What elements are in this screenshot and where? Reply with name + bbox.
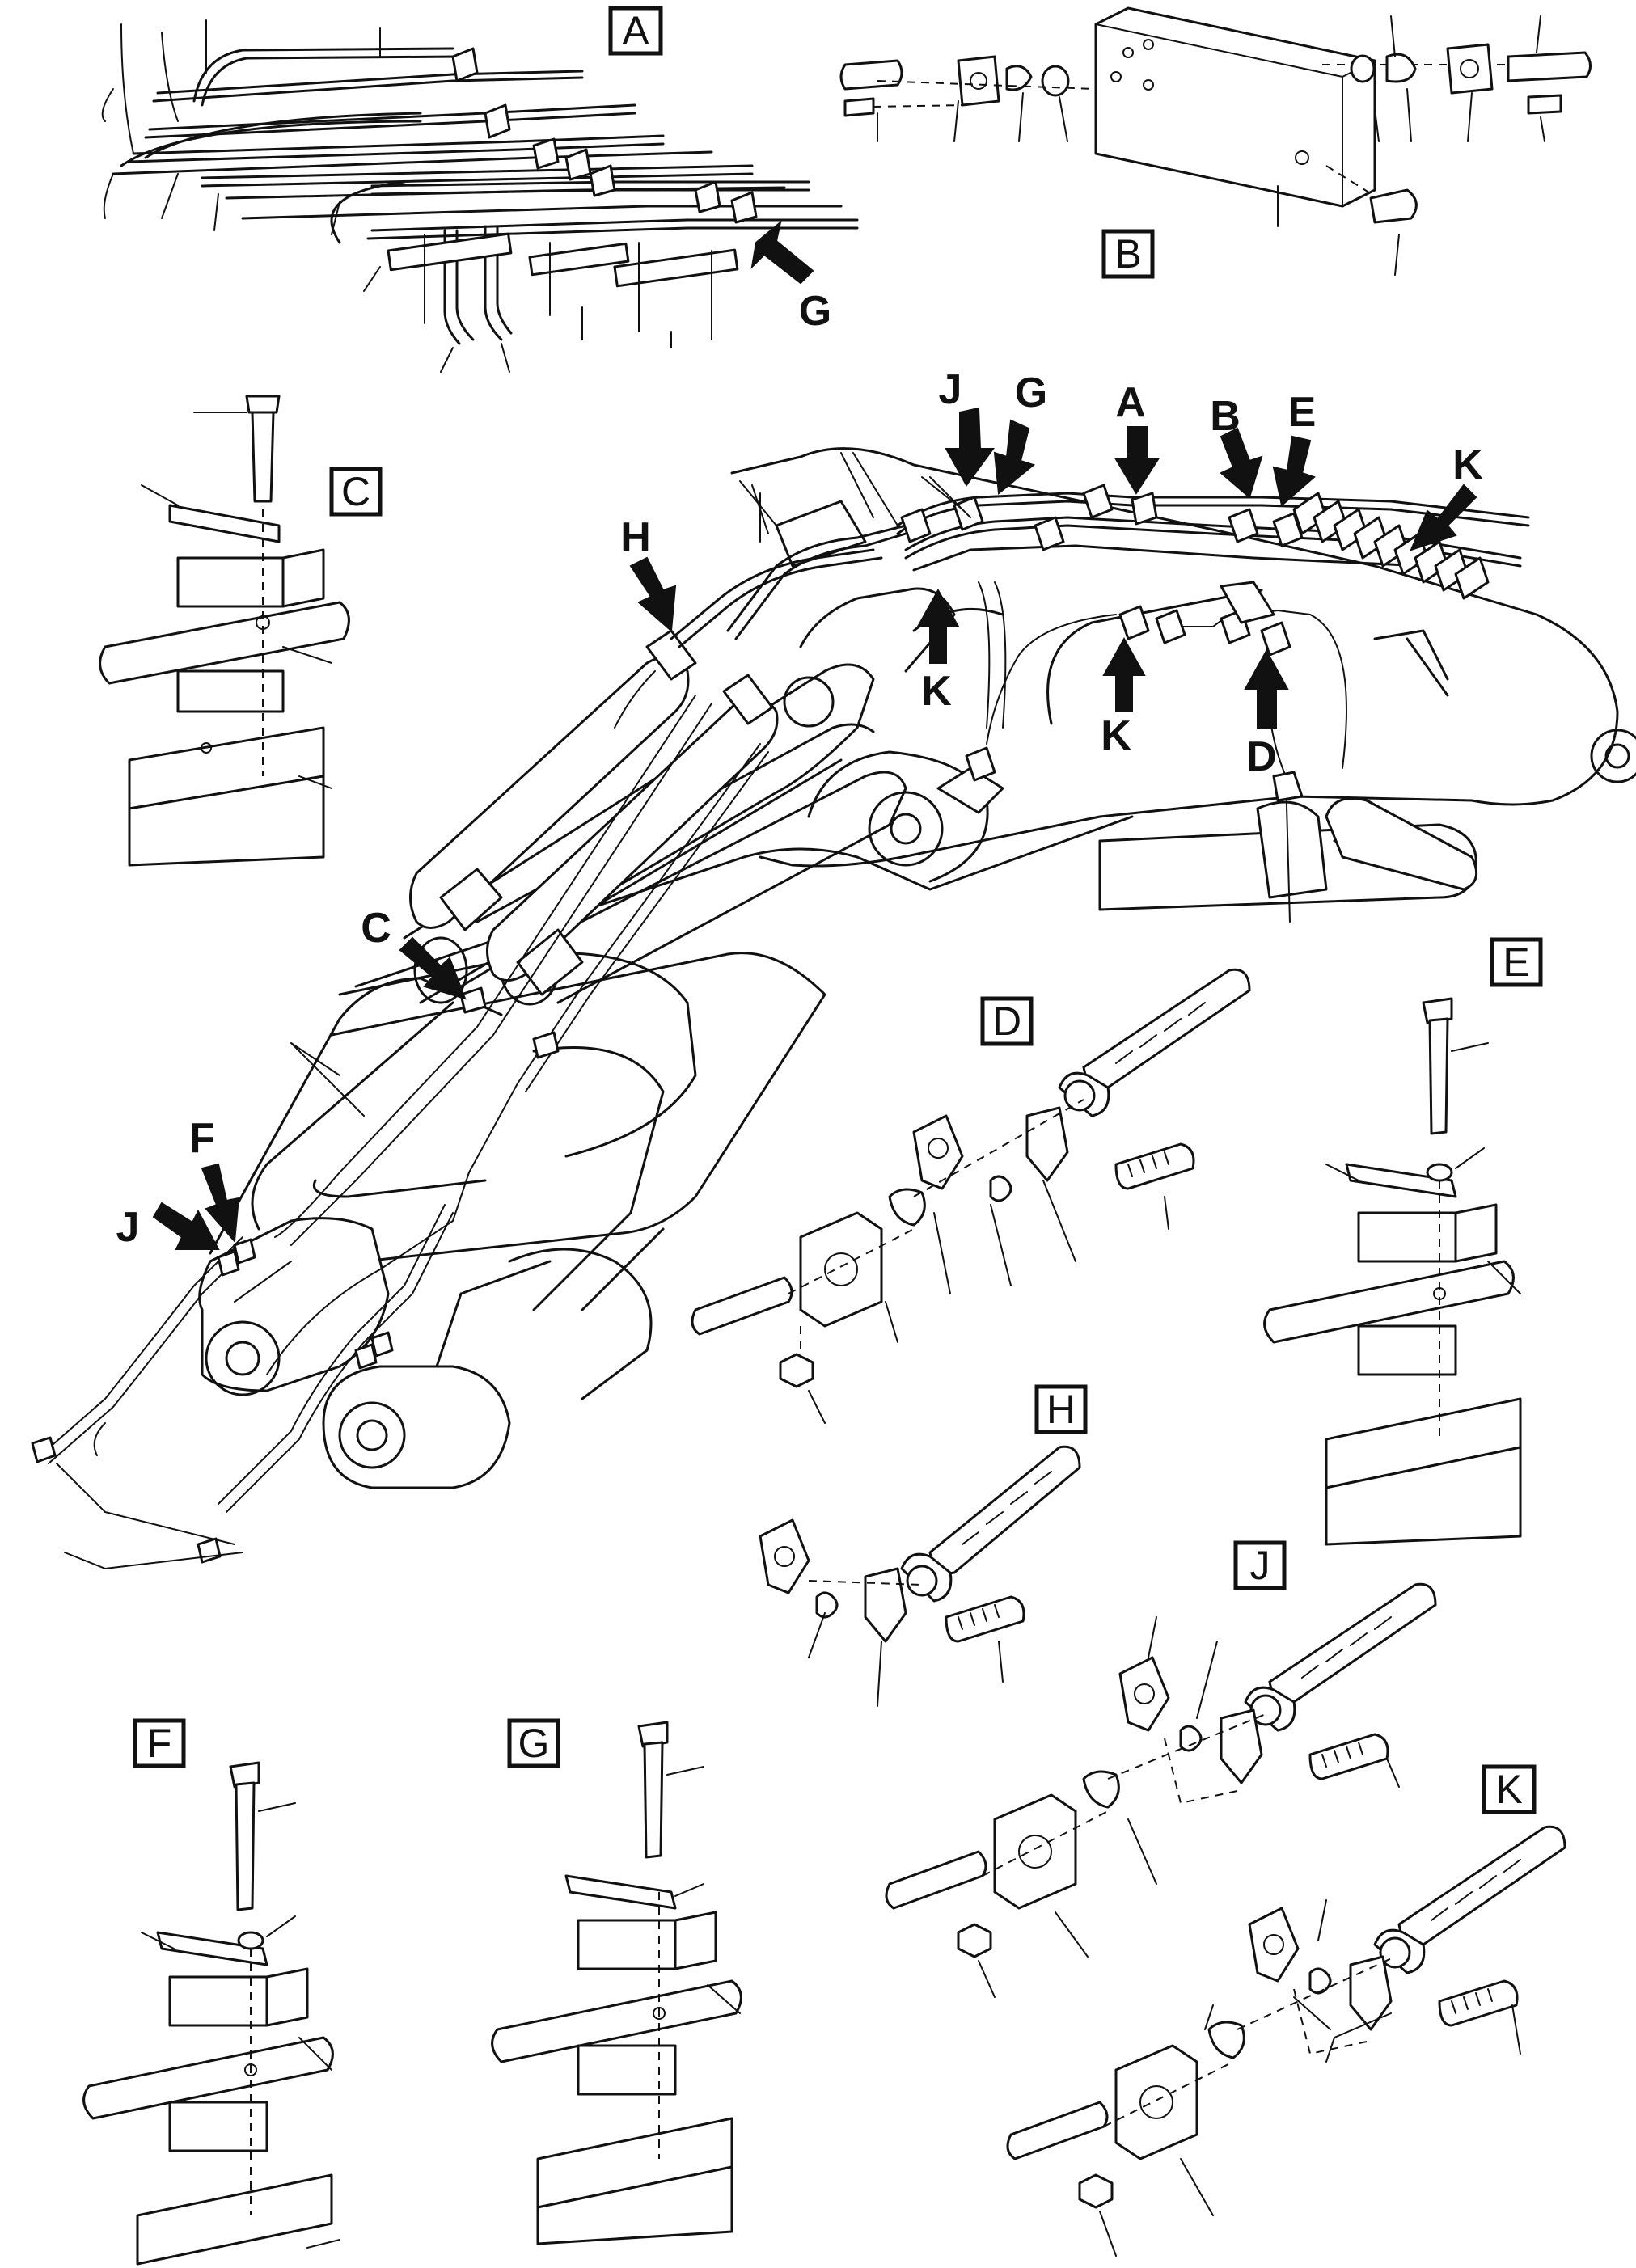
detail-e-label: E — [1503, 940, 1529, 985]
detail-c-label: C — [341, 469, 370, 514]
callout-arrow-d-mid: D — [1244, 648, 1289, 780]
callout-arrow-k-mid2: K — [1101, 636, 1146, 759]
detail-k-label: K — [1495, 1767, 1522, 1812]
detail-e-box: E — [1490, 937, 1543, 987]
fitting-bank-k — [1292, 492, 1490, 697]
callout-e-top: E — [1288, 389, 1317, 436]
detail-j-flange-fitting — [885, 1582, 1437, 1998]
detail-g-label: G — [518, 1721, 550, 1766]
detail-h-box: H — [1034, 1384, 1088, 1434]
detail-g-clamp — [491, 1721, 742, 2245]
detail-h-label: H — [1046, 1387, 1076, 1432]
detail-d-label: D — [992, 999, 1021, 1044]
callout-c-arm: C — [361, 905, 391, 952]
callout-d-mid: D — [1246, 733, 1277, 780]
detail-a-tube-bundle — [101, 19, 859, 373]
callout-h-mid: H — [620, 514, 651, 561]
detail-b-label: B — [1114, 231, 1141, 277]
callout-arrow-j-top: J — [939, 366, 995, 487]
detail-h-split-flange — [759, 1445, 1081, 1707]
callout-j-top: J — [939, 366, 962, 413]
detail-j-label: J — [1250, 1543, 1270, 1588]
detail-f-box: F — [133, 1718, 186, 1768]
detail-d-box: D — [980, 996, 1034, 1046]
callout-arrow-g-top: G — [993, 370, 1047, 495]
detail-f-clamp — [82, 1761, 340, 2266]
detail-c-clamp — [99, 395, 350, 867]
callout-arrow-h-mid: H — [620, 514, 677, 633]
callout-f-arm: F — [189, 1115, 215, 1162]
callout-arrow-f-arm: F — [189, 1115, 240, 1244]
callout-j-arm: J — [116, 1204, 140, 1251]
detail-k-flange-fitting — [1006, 1825, 1566, 2257]
callout-g-detail-a: G — [799, 288, 831, 335]
callout-arrow-k-top: K — [1410, 441, 1483, 551]
main-leader-lines — [64, 452, 971, 1570]
detail-a-box: A — [608, 6, 663, 56]
callout-arrow-j-arm: J — [116, 1202, 220, 1251]
detail-d-flange-fitting — [691, 968, 1251, 1424]
callout-arrow-e-top: E — [1272, 389, 1317, 507]
callout-arrow-c-arm: C — [361, 905, 467, 1000]
callout-k-top: K — [1452, 441, 1483, 488]
detail-a-label: A — [622, 8, 649, 53]
callout-k-mid2: K — [1101, 712, 1131, 759]
detail-f-label: F — [147, 1721, 172, 1766]
callout-arrow-b-top: B — [1210, 393, 1263, 499]
detail-b-manifold — [839, 6, 1592, 276]
callout-arrow-a-top: A — [1114, 379, 1160, 495]
detail-g-box: G — [507, 1718, 560, 1768]
callout-g-top: G — [1015, 370, 1047, 416]
boom-cylinders — [409, 629, 1478, 996]
callout-k-mid1: K — [921, 668, 952, 715]
callout-a-top: A — [1115, 379, 1146, 426]
detail-b-box: B — [1101, 229, 1155, 279]
boom-clamp-blocks — [31, 484, 1304, 1564]
detail-e-clamp — [1263, 997, 1522, 1546]
callout-b-top: B — [1210, 393, 1241, 440]
detail-j-box: J — [1233, 1540, 1287, 1590]
callout-arrow-g-detail-a: G — [750, 220, 831, 335]
detail-k-box: K — [1482, 1764, 1537, 1814]
callout-arrow-k-mid1: K — [916, 588, 960, 715]
detail-c-box: C — [329, 467, 383, 517]
boom-assembly — [198, 447, 1636, 1489]
